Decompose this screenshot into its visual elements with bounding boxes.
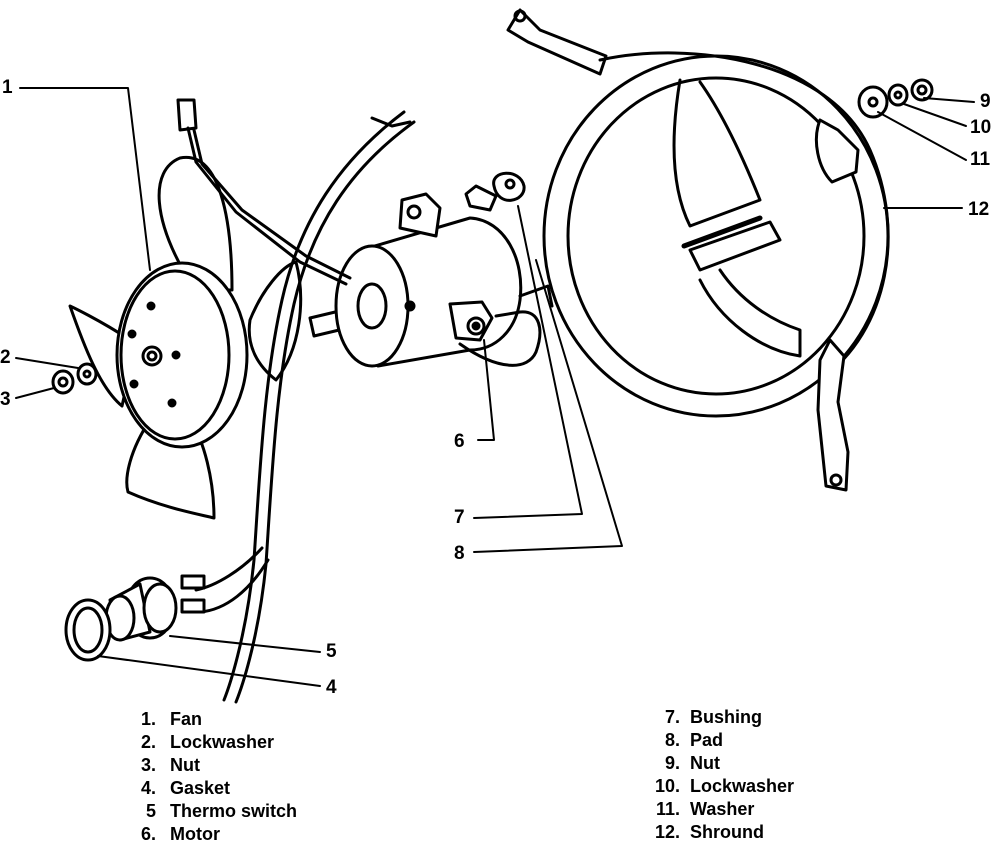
shroud-lower-bracket <box>816 338 850 492</box>
callout-3: 3 <box>0 389 11 410</box>
fan-blade-right <box>247 260 303 382</box>
legend-number: 6. <box>140 824 156 844</box>
thermo-connector-b <box>180 598 206 614</box>
legend-label: Washer <box>690 799 755 819</box>
shroud-spoke-2 <box>688 220 782 272</box>
legend-number: 11. <box>655 799 680 819</box>
shroud-spoke-3 <box>698 268 802 358</box>
callout-10: 10 <box>970 117 992 138</box>
thermo-connector-a <box>180 574 206 590</box>
fan-lockwasher <box>76 362 98 386</box>
gasket <box>64 598 112 662</box>
shroud-side-tab <box>814 118 860 184</box>
legend-label: Gasket <box>170 778 231 798</box>
shroud-inner-rim <box>566 76 866 396</box>
thermo-switch <box>104 574 206 642</box>
legend-label: Pad <box>690 730 724 750</box>
legend-item: 12. Shround <box>652 821 794 844</box>
legend-number: 2. <box>140 732 156 752</box>
callout-12: 12 <box>968 199 990 220</box>
legend-label: Bushing <box>690 707 762 727</box>
leader-1 <box>19 87 151 271</box>
leader-4 <box>97 655 321 687</box>
shroud <box>506 8 890 492</box>
legend-number: 9. <box>664 753 680 773</box>
shroud-upper-bracket <box>506 8 608 76</box>
legend-item: 1. Fan <box>128 708 297 731</box>
bracket-hole-lower <box>829 473 843 487</box>
legend-number: 12. <box>654 822 680 842</box>
legend-label: Nut <box>170 755 200 775</box>
callout-6: 6 <box>454 431 465 452</box>
motor <box>308 192 523 368</box>
callout-1: 1 <box>2 77 13 98</box>
wiring-harness <box>176 98 554 704</box>
fan-hardware <box>51 362 98 395</box>
callout-8: 8 <box>454 543 465 564</box>
legend-label: Thermo switch <box>170 801 298 821</box>
callout-9: 9 <box>980 91 991 112</box>
callout-5: 5 <box>326 641 337 662</box>
shroud-hub-slot <box>681 215 763 249</box>
shroud-hardware <box>857 78 934 119</box>
legend-label: Shround <box>690 822 764 842</box>
nut-part <box>910 78 934 102</box>
legend-number: 4. <box>140 778 156 798</box>
legend-label: Nut <box>690 753 720 773</box>
legend-item: 10. Lockwasher <box>652 775 794 798</box>
motor-front-face <box>334 244 410 368</box>
legend-number: 1. <box>140 709 156 729</box>
leader-5 <box>169 635 321 653</box>
leader-6 <box>477 339 495 441</box>
leader-7 <box>473 205 583 519</box>
leader-9 <box>923 97 975 103</box>
leader-3 <box>15 387 55 399</box>
legend-number: 10. <box>654 776 680 796</box>
legend-item: 3. Nut <box>128 754 297 777</box>
lockwasher-part <box>887 83 909 107</box>
legend-item: 4. Gasket <box>128 777 297 800</box>
fan-hub-face <box>119 269 231 441</box>
legend-label: Motor <box>170 824 220 844</box>
legend-number: 7. <box>664 707 680 727</box>
legend-number: 8. <box>664 730 680 750</box>
fan-nut <box>51 369 75 395</box>
shroud-side-wall <box>598 51 890 382</box>
legend-item: 5 Thermo switch <box>128 800 297 823</box>
callout-11: 11 <box>970 149 991 170</box>
callout-7: 7 <box>454 507 465 528</box>
legend-right: 7. Bushing 8. Pad 9. Nut 10. Lockwasher 11. W… <box>652 706 794 844</box>
motor-front-boss <box>356 282 388 330</box>
callout-2: 2 <box>0 347 11 368</box>
legend-left: 1. Fan 2. Lockwasher 3. Nut 4. Gasket 5 Therm… <box>128 708 297 846</box>
fan <box>68 155 303 520</box>
leader-10 <box>903 103 967 127</box>
wire-connector-top <box>176 98 198 132</box>
fan-center-bolt <box>141 345 163 367</box>
legend-number: 3. <box>140 755 156 775</box>
legend-item: 2. Lockwasher <box>128 731 297 754</box>
bushing <box>464 171 526 212</box>
legend-item: 9. Nut <box>652 752 794 775</box>
legend-item: 11. Washer <box>652 798 794 821</box>
callout-4: 4 <box>326 677 337 698</box>
legend-label: Fan <box>170 709 203 729</box>
legend-item: 7. Bushing <box>652 706 794 729</box>
leader-8 <box>473 259 623 553</box>
washer-part <box>857 85 889 119</box>
fan-blade-top <box>157 155 234 292</box>
legend-label: Lockwasher <box>170 732 275 752</box>
legend-item: 6. Motor <box>128 823 297 846</box>
legend-label: Lockwasher <box>690 776 795 796</box>
leader-11 <box>877 111 967 161</box>
legend-item: 8. Pad <box>652 729 794 752</box>
shroud-spoke-1 <box>672 78 762 228</box>
legend-number: 5 <box>145 801 156 821</box>
bracket-hole-upper <box>513 9 527 23</box>
leader-2 <box>15 357 79 369</box>
leader-lines <box>15 87 975 687</box>
